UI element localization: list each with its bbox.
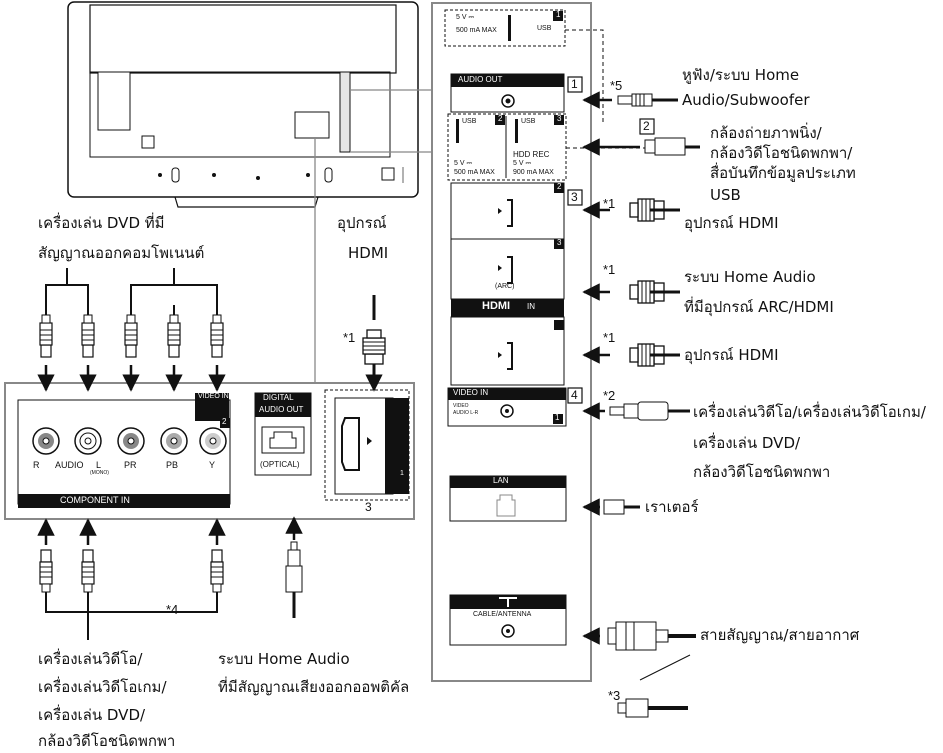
right-arrows xyxy=(582,91,640,645)
label-hdmi-device-b: อุปกรณ์ HDMI xyxy=(684,346,779,364)
label-camera-4: USB xyxy=(710,186,741,204)
label-bottom-video-1: เครื่องเล่นวิดีโอ/ xyxy=(38,650,143,668)
video-plug xyxy=(609,401,690,421)
lp-audio: AUDIO xyxy=(55,460,84,470)
usb2-label: USB xyxy=(521,118,536,125)
label-optical-2: ที่มีสัญญาณเสียงออกออพติคัล xyxy=(218,678,410,696)
optical-plug xyxy=(285,541,303,618)
antenna-alt-plug xyxy=(617,698,688,718)
component-cable xyxy=(39,268,224,358)
label-hdmi-top-2: HDMI xyxy=(348,244,389,262)
note-4: *4 xyxy=(166,602,179,617)
hdmi2-num: 2 xyxy=(557,182,562,191)
usb-plug xyxy=(644,137,700,156)
label-optical-1: ระบบ Home Audio xyxy=(218,650,350,668)
video-in-num: 1 xyxy=(555,413,560,422)
lp-l: L xyxy=(96,460,102,470)
hdmi4-num: 4 xyxy=(557,320,562,329)
audio-lr: AUDIO L-R xyxy=(453,410,479,416)
usb1-num: 1 xyxy=(556,10,561,19)
label-antenna: สายสัญญาณ/สายอากาศ xyxy=(700,626,860,644)
usb2-volt: 5 V ⎓ xyxy=(454,160,473,167)
label-bottom-video-3: เครื่องเล่น DVD/ xyxy=(38,706,146,724)
callout-4: 4 xyxy=(571,388,578,402)
lp-pb: PB xyxy=(166,460,179,470)
hdmi-in: IN xyxy=(527,302,535,311)
label-hdmi-top-1: อุปกรณ์ xyxy=(337,214,387,232)
note-1-c: *1 xyxy=(603,330,616,345)
arc-label: (ARC) xyxy=(495,283,515,290)
antenna-plug xyxy=(607,621,696,681)
note-1-d: *1 xyxy=(343,330,356,345)
lp-hdmi-logo: HDMI xyxy=(370,405,380,428)
label-video-2: เครื่องเล่น DVD/ xyxy=(693,434,801,452)
video-sub: VIDEO xyxy=(453,403,469,409)
usb1-volt: 5 V ⎓ xyxy=(456,14,475,21)
lp-r: R xyxy=(33,460,40,470)
usb1-label: USB xyxy=(537,25,552,32)
label-video-3: กล้องวิดีโอชนิดพกพา xyxy=(693,463,831,481)
label-bottom-video-4: กล้องวิดีโอชนิดพกพา xyxy=(38,732,176,750)
note-1-b: *1 xyxy=(603,262,616,277)
label-headphone-1: หูฟัง/ระบบ Home xyxy=(682,66,800,84)
cable-antenna-label: CABLE/ANTENNA xyxy=(473,611,532,618)
lp-y: Y xyxy=(209,460,216,470)
headphone-plug xyxy=(617,93,678,107)
lp-video-in: VIDEO IN xyxy=(198,393,229,400)
usb1-ma: 500 mA MAX xyxy=(456,27,497,34)
usb2-num: 2 xyxy=(498,114,503,123)
usb2-label-side: USB xyxy=(462,118,477,125)
lp-digital: DIGITAL xyxy=(263,393,294,402)
label-hdmi-device-a: อุปกรณ์ HDMI xyxy=(684,214,779,232)
lp-optical: (OPTICAL) xyxy=(260,460,300,469)
usb3-num: 3 xyxy=(557,114,562,123)
callout-3: 3 xyxy=(571,190,578,204)
hdd-rec: HDD REC xyxy=(513,150,550,159)
right-panel xyxy=(431,2,592,682)
lp-pr: PR xyxy=(124,460,137,470)
label-video-1: เครื่องเล่นวิดีโอ/เครื่องเล่นวิดีโอเกม/ xyxy=(693,403,926,421)
tv-back xyxy=(67,1,419,208)
label-arc-1: ระบบ Home Audio xyxy=(684,268,816,286)
hdmi-plug-left xyxy=(361,328,387,382)
left-panel xyxy=(4,382,415,520)
callout-3-left: 3 xyxy=(365,500,372,514)
note-2: *2 xyxy=(603,388,616,403)
hdmi-logo: HDMI xyxy=(482,300,511,312)
tv-panel-leader-lines xyxy=(314,89,432,383)
usb-dashed-links xyxy=(565,29,660,149)
note-1-a: *1 xyxy=(603,196,616,211)
callout-2: 2 xyxy=(643,119,650,133)
lp-hdmi-num: 1 xyxy=(400,470,404,477)
note-3: *3 xyxy=(608,688,621,703)
audio-out-label: AUDIO OUT xyxy=(458,75,503,84)
label-camera-1: กล้องถ่ายภาพนิ่ง/ xyxy=(710,124,822,142)
label-router: เราเตอร์ xyxy=(645,498,699,516)
lp-mono: (MONO) xyxy=(90,470,109,476)
usb2-ma: 500 mA MAX xyxy=(454,169,495,176)
label-bottom-video-2: เครื่องเล่นวิดีโอเกม/ xyxy=(38,678,167,696)
hdmi3-num: 3 xyxy=(557,238,562,247)
label-camera-2: กล้องวิดีโอชนิดพกพา/ xyxy=(710,144,853,162)
usb3-ma: 900 mA MAX xyxy=(513,169,554,176)
lan-plug xyxy=(603,499,640,515)
lp-video-num: 2 xyxy=(222,417,227,426)
usb3-volt: 5 V ⎓ xyxy=(513,160,532,167)
lp-component-in: COMPONENT IN xyxy=(60,495,130,505)
note-5: *5 xyxy=(610,78,623,93)
label-camera-3: สื่อบันทึกข้อมูลประเภท xyxy=(710,164,856,182)
label-dvd-component-2: สัญญาณออกคอมโพเนนต์ xyxy=(38,244,205,262)
label-arc-2: ที่มีอุปกรณ์ ARC/HDMI xyxy=(684,298,834,316)
label-headphone-2: Audio/Subwoofer xyxy=(682,91,810,109)
video-in-label: VIDEO IN xyxy=(453,388,489,397)
lan-label: LAN xyxy=(493,476,509,485)
composite-cable xyxy=(39,549,224,640)
label-dvd-component-1: เครื่องเล่น DVD ที่มี xyxy=(38,214,165,232)
callout-1: 1 xyxy=(571,77,578,91)
lp-audio-out: AUDIO OUT xyxy=(259,405,304,414)
